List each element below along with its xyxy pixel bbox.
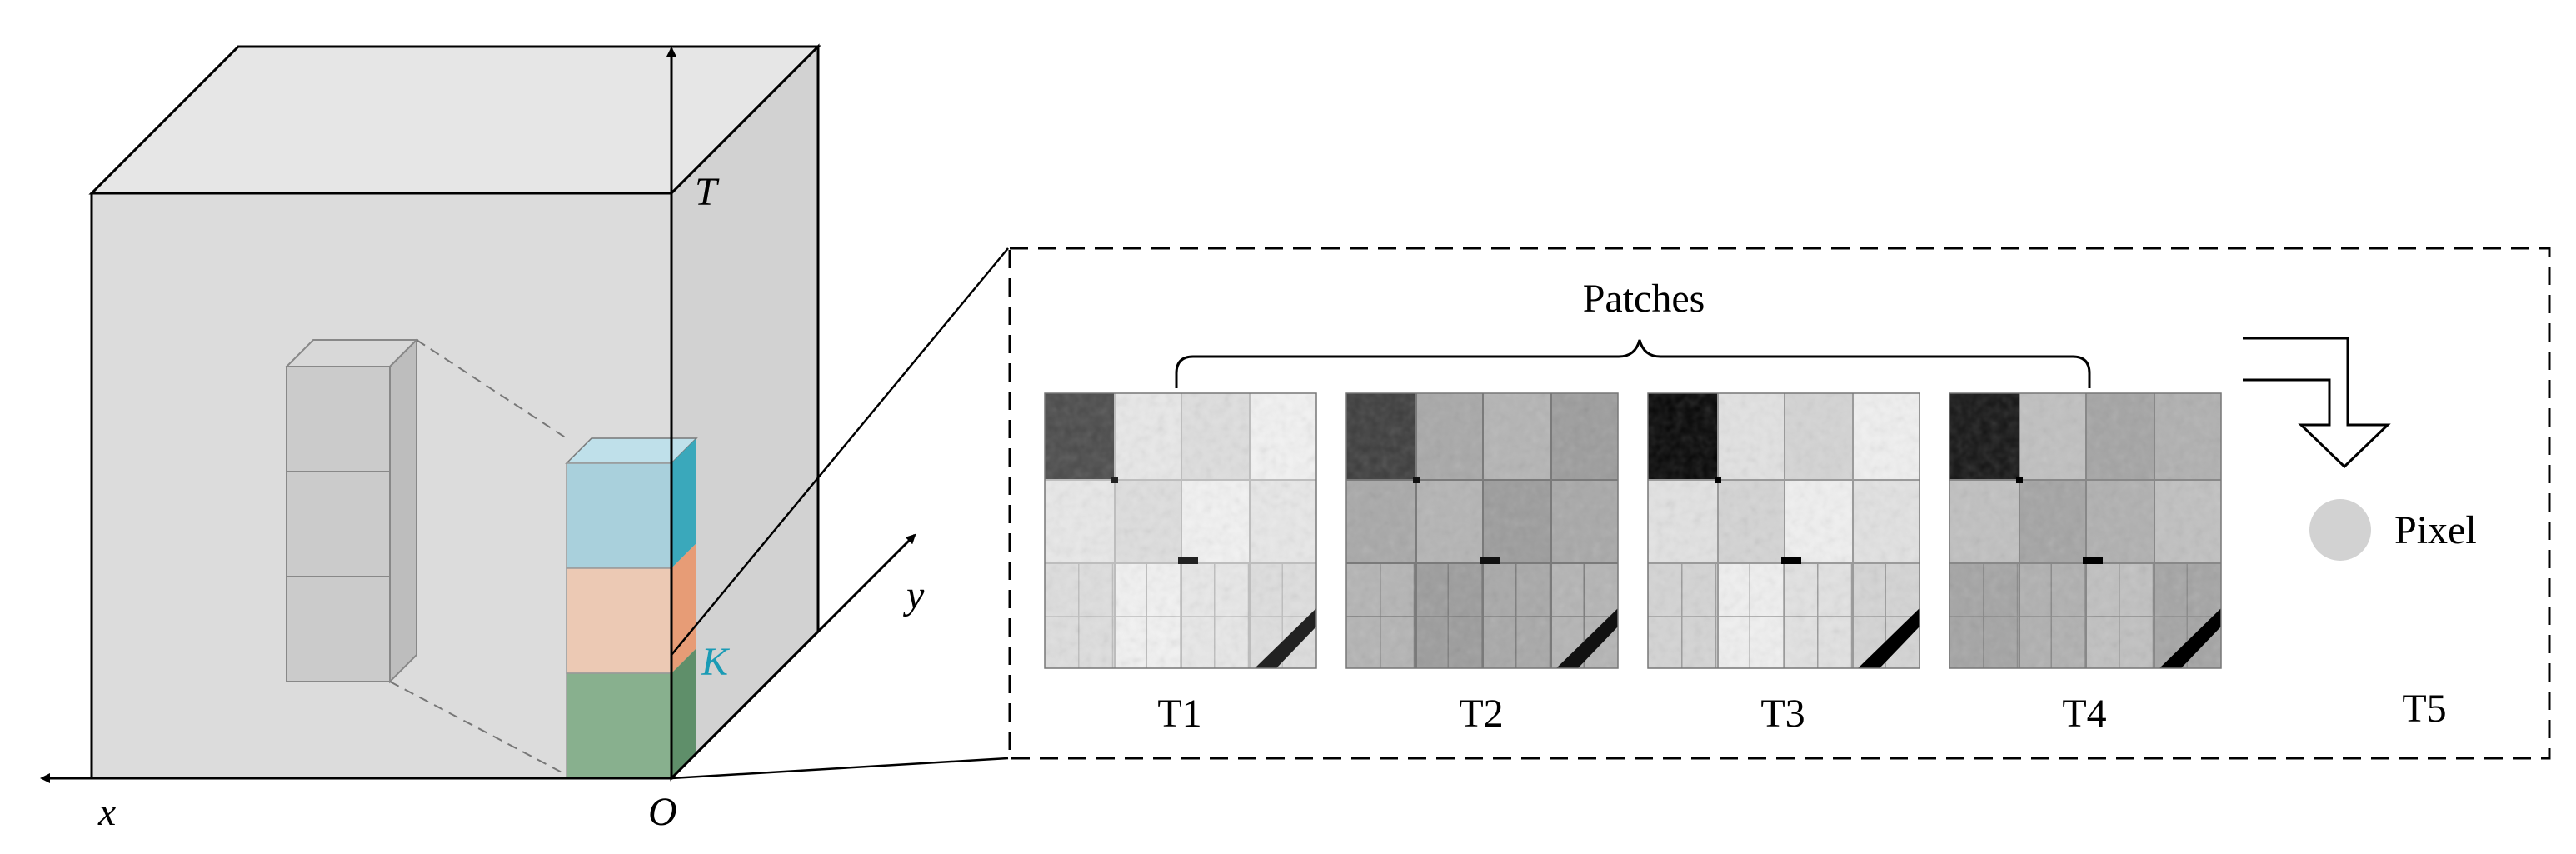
time-label-t1: T1	[1157, 692, 1201, 736]
patch-image-t4	[1949, 392, 2222, 669]
pixel-time-column	[565, 437, 698, 779]
time-label-t4: T4	[2062, 692, 2106, 736]
pixel-dot	[2309, 499, 2371, 561]
column-band-bottom	[566, 672, 672, 779]
origin-label: O	[648, 790, 677, 834]
projection-lines	[389, 339, 567, 776]
patch-image-t3	[1647, 392, 1920, 669]
time-label-t3: T3	[1760, 692, 1805, 736]
axes	[40, 47, 916, 783]
zoom-lines	[671, 247, 1009, 780]
x-axis-label: x	[97, 790, 116, 834]
patch-image-t1	[1044, 392, 1317, 669]
column-band-middle	[566, 567, 672, 674]
patch-image-t2	[1345, 392, 1619, 669]
patches-brace	[1175, 339, 2091, 388]
time-label-t2: T2	[1459, 692, 1503, 736]
detail-panel: Patches T1 T2 T3 T4 T5 Pixel	[1008, 247, 2551, 760]
column-band-top	[566, 462, 672, 569]
y-axis	[670, 533, 916, 780]
y-axis-label: y	[902, 573, 925, 617]
detail-panel-border	[1008, 247, 2551, 760]
time-label-t5: T5	[2402, 687, 2446, 731]
ghost-pixel-column	[284, 337, 419, 684]
t-axis-label: T	[695, 170, 720, 214]
patches-label: Patches	[1583, 277, 1705, 321]
down-arrow-icon	[2243, 337, 2391, 469]
k-label: K	[701, 640, 731, 684]
pixel-label: Pixel	[2394, 508, 2477, 552]
